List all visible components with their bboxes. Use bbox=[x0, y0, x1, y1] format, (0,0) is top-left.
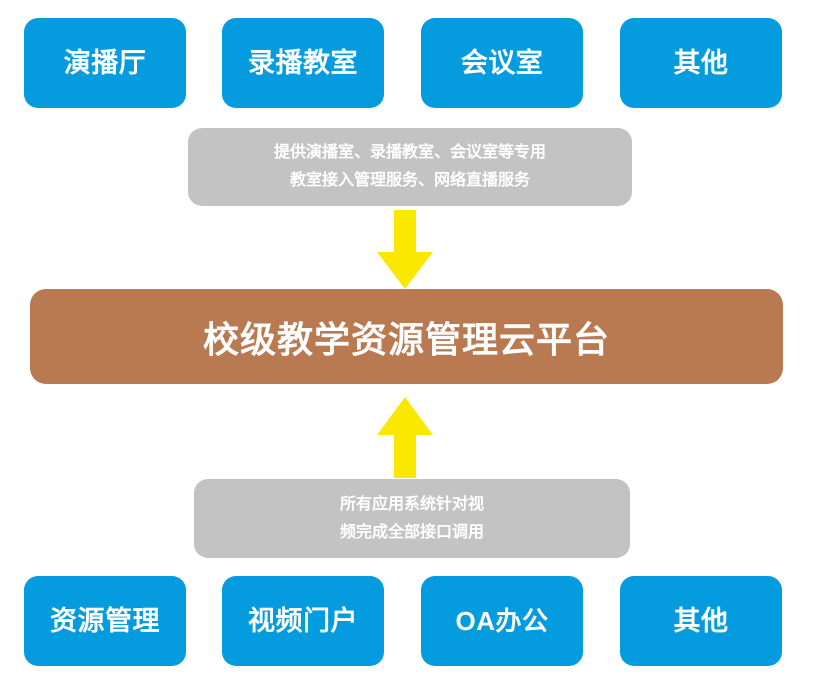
node-label: 其他 bbox=[673, 605, 729, 636]
arrow-down-icon bbox=[377, 210, 433, 289]
upper-note-line-2: 教室接入管理服务、网络直播服务 bbox=[289, 172, 530, 189]
top-node-meeting-room[interactable]: 会议室 bbox=[421, 18, 583, 108]
node-label: 录播教室 bbox=[248, 47, 358, 78]
lower-note-line-2: 频完成全部接口调用 bbox=[339, 523, 484, 541]
lower-note-line-1: 所有应用系统针对视 bbox=[339, 495, 484, 513]
bottom-node-video-portal[interactable]: 视频门户 bbox=[222, 576, 384, 666]
node-label: 视频门户 bbox=[248, 605, 358, 636]
node-label: OA办公 bbox=[455, 606, 549, 636]
arrow-up-icon bbox=[377, 397, 433, 478]
bottom-node-oa-office[interactable]: OA办公 bbox=[421, 576, 583, 666]
platform-label: 校级教学资源管理云平台 bbox=[202, 318, 610, 360]
top-node-other[interactable]: 其他 bbox=[620, 18, 782, 108]
lower-annotation-note: 所有应用系统针对视 频完成全部接口调用 bbox=[194, 479, 630, 558]
central-platform-bar[interactable]: 校级教学资源管理云平台 bbox=[30, 289, 783, 384]
node-label: 会议室 bbox=[460, 47, 544, 78]
node-label: 演播厅 bbox=[63, 47, 147, 78]
bottom-node-other[interactable]: 其他 bbox=[620, 576, 782, 666]
node-label: 其他 bbox=[673, 47, 729, 78]
upper-annotation-note: 提供演播室、录播教室、会议室等专用 教室接入管理服务、网络直播服务 bbox=[188, 128, 632, 206]
top-node-recording-classroom[interactable]: 录播教室 bbox=[222, 18, 384, 108]
top-node-broadcast-hall[interactable]: 演播厅 bbox=[24, 18, 186, 108]
bottom-node-resource-management[interactable]: 资源管理 bbox=[24, 576, 186, 666]
node-label: 资源管理 bbox=[50, 605, 160, 636]
upper-note-line-1: 提供演播室、录播教室、会议室等专用 bbox=[273, 144, 546, 161]
